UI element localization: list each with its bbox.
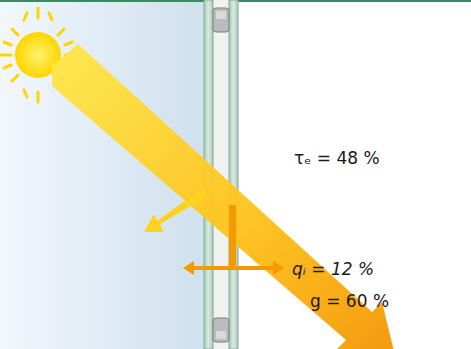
value-label: τₑ = 48 % (294, 148, 380, 168)
inner-pane (229, 0, 238, 349)
spacer-top (213, 8, 229, 32)
spacer-top-inner (216, 11, 226, 19)
absorbed-bar (229, 205, 236, 267)
heat-arrow-out (183, 261, 194, 275)
value-label: qᵢ = 12 % (292, 259, 374, 279)
value-label: g = 60 % (310, 291, 389, 311)
heat-arrow-in (273, 261, 284, 275)
transmitted-beam (52, 44, 398, 349)
spacer-bottom (213, 318, 229, 342)
secondary-heat-line (192, 266, 274, 270)
reflected-arrow (144, 188, 205, 232)
spacer-bottom-inner (216, 331, 226, 339)
